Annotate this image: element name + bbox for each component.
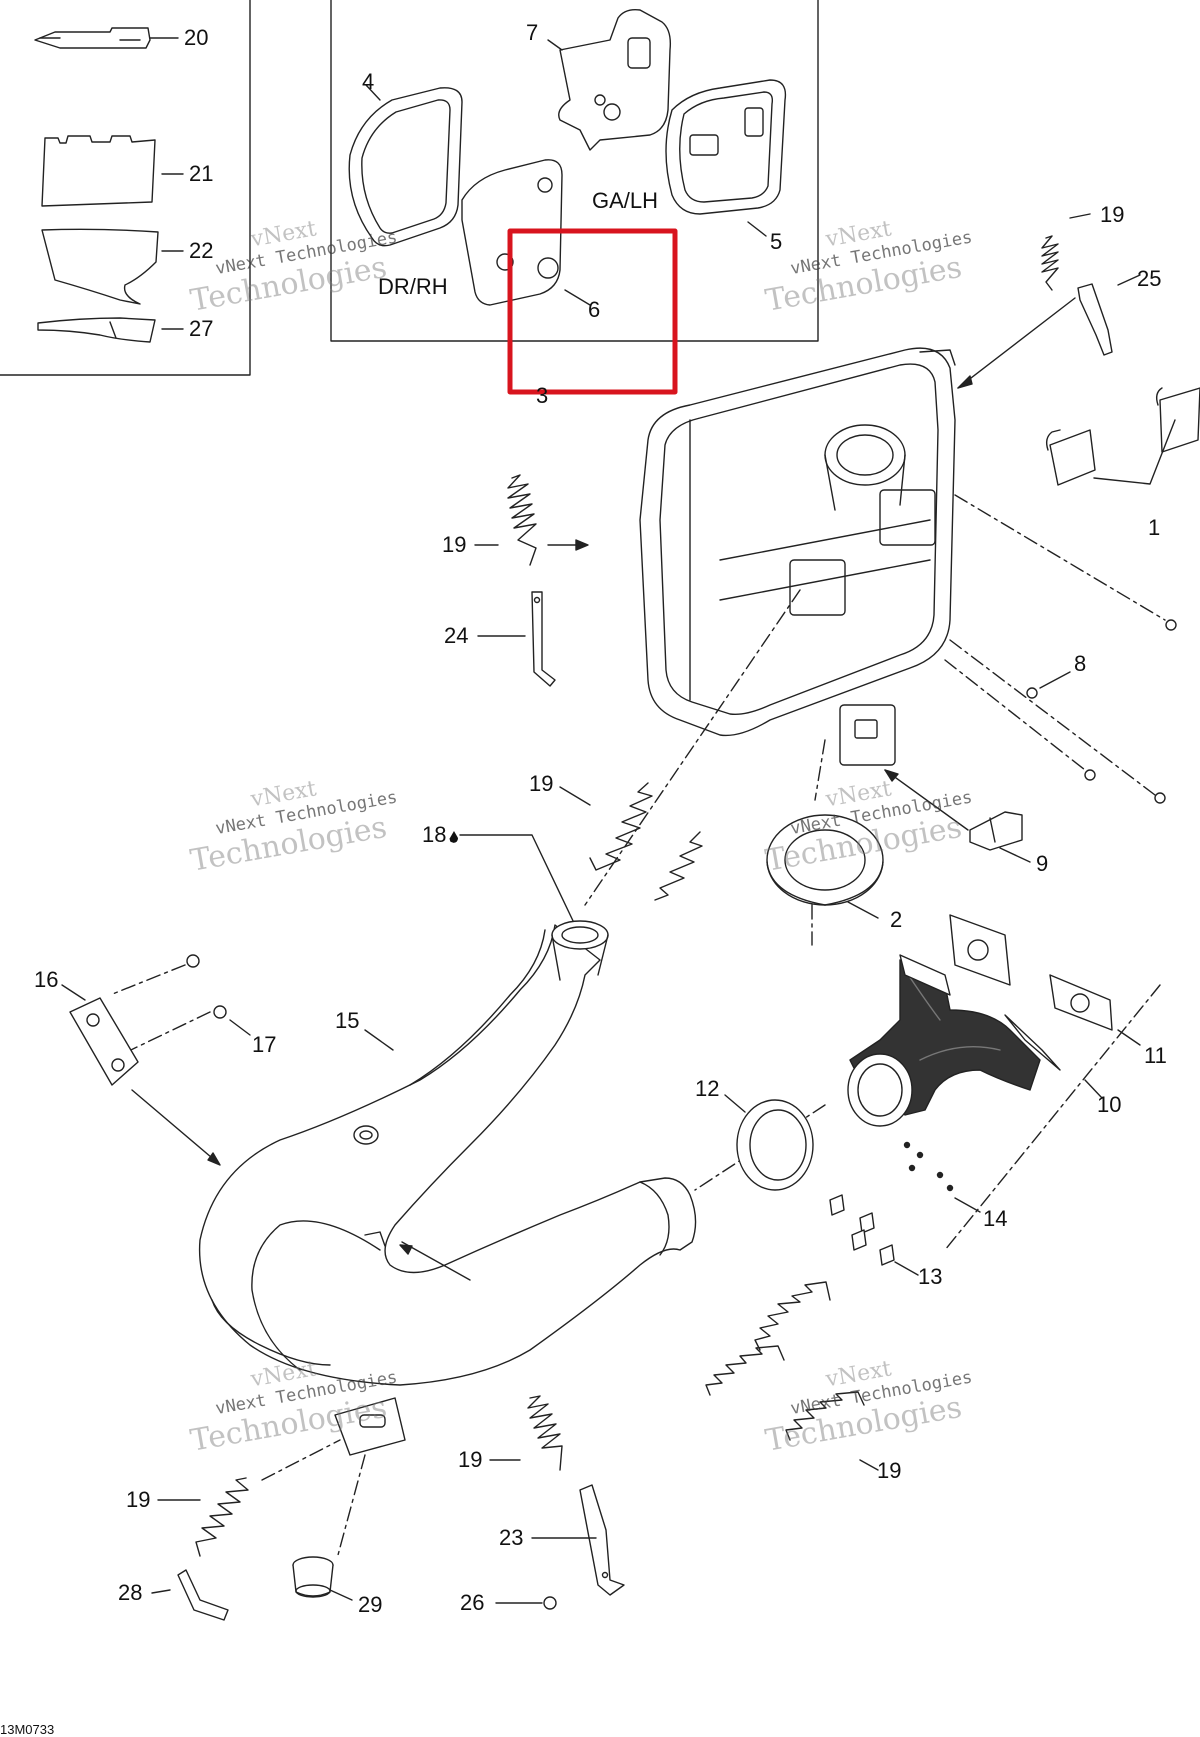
exhaust-manifold-10 (848, 955, 1102, 1126)
gasket-4 (349, 85, 462, 246)
side-label-dr-rh: DR/RH (378, 274, 448, 299)
callout-29: 29 (358, 1592, 383, 1617)
bracket-16 (62, 985, 220, 1165)
drawing-code: 13M0733 (0, 1722, 55, 1737)
callout-3: 3 (536, 383, 549, 408)
callout-9: 9 (1036, 851, 1049, 876)
callout-15: 15 (335, 1008, 360, 1033)
damper-29 (293, 1557, 352, 1600)
callout-14: 14 (983, 1206, 1008, 1231)
callout-19-left-upper: 19 (442, 532, 467, 557)
heat-shield-22 (42, 229, 183, 304)
leader-18 (460, 835, 575, 925)
callout-19-top-right: 19 (1100, 202, 1125, 227)
callout-28: 28 (118, 1580, 143, 1605)
bracket-25 (1078, 275, 1140, 355)
callout-25: 25 (1137, 266, 1162, 291)
spring-19-bottom-left (158, 1478, 248, 1556)
callout-13: 13 (918, 1264, 943, 1289)
mount-9 (885, 770, 1030, 862)
spring-19-bottom-center (490, 1396, 562, 1470)
callout-19-mid: 19 (529, 771, 554, 796)
muffler-tank (640, 348, 955, 765)
callout-19-bottom-left: 19 (126, 1487, 151, 1512)
bolt-8 (1027, 620, 1176, 803)
top-inset-frame (331, 0, 818, 341)
screw-26 (496, 1597, 556, 1609)
gasket-5 (666, 80, 785, 236)
callout-7: 7 (526, 20, 539, 45)
spring-19-top-right (1042, 214, 1090, 290)
callout-2: 2 (890, 907, 903, 932)
heat-shield-21 (42, 136, 183, 206)
heat-shield-20 (35, 28, 178, 48)
exhaust-pipe-15 (200, 921, 696, 1385)
bolts-14 (905, 1143, 981, 1213)
spring-bracket (262, 1398, 405, 1555)
grommet-17 (187, 955, 250, 1035)
callout-18-number: 18 (422, 822, 447, 847)
callout-18: 18 (422, 822, 459, 847)
callout-12: 12 (695, 1076, 720, 1101)
callout-6: 6 (588, 297, 601, 322)
callout-10: 10 (1097, 1092, 1122, 1117)
gasket-7 (548, 10, 670, 150)
callout-8: 8 (1074, 651, 1087, 676)
callout-20: 20 (184, 25, 209, 50)
callout-23: 23 (499, 1525, 524, 1550)
seal-ring-2 (767, 815, 883, 918)
oil-drop-icon (449, 831, 459, 843)
callout-11: 11 (1144, 1043, 1167, 1068)
callout-1: 1 (1148, 515, 1161, 540)
callout-22: 22 (189, 238, 214, 263)
bracket-24 (478, 592, 555, 686)
spring-19-bottom-group (706, 1282, 878, 1470)
callout-19-bottom-right: 19 (877, 1458, 902, 1483)
gasket-11 (950, 915, 1140, 1045)
spring-19-left-upper (475, 475, 588, 565)
spring-19-mid (560, 783, 702, 900)
callout-4: 4 (362, 69, 375, 94)
bolts-13 (830, 1195, 918, 1275)
left-inset-frame (0, 0, 250, 375)
side-label-ga-lh: GA/LH (592, 188, 659, 213)
callout-27: 27 (189, 316, 214, 341)
ring-12 (725, 1095, 813, 1190)
leader-arrow-tank (958, 298, 1075, 388)
callout-24: 24 (444, 623, 469, 648)
callout-21: 21 (189, 161, 214, 186)
bracket-28 (152, 1570, 228, 1620)
callout-16: 16 (34, 967, 59, 992)
callout-5: 5 (770, 229, 783, 254)
bracket-23 (532, 1485, 624, 1595)
center-lines-tank (110, 495, 1165, 1250)
callout-26: 26 (460, 1590, 485, 1615)
clamp-1 (1047, 388, 1200, 485)
callout-17: 17 (252, 1032, 277, 1057)
heat-shield-27 (38, 318, 183, 342)
highlight-box (510, 231, 675, 392)
callout-19-bottom-center: 19 (458, 1447, 483, 1472)
